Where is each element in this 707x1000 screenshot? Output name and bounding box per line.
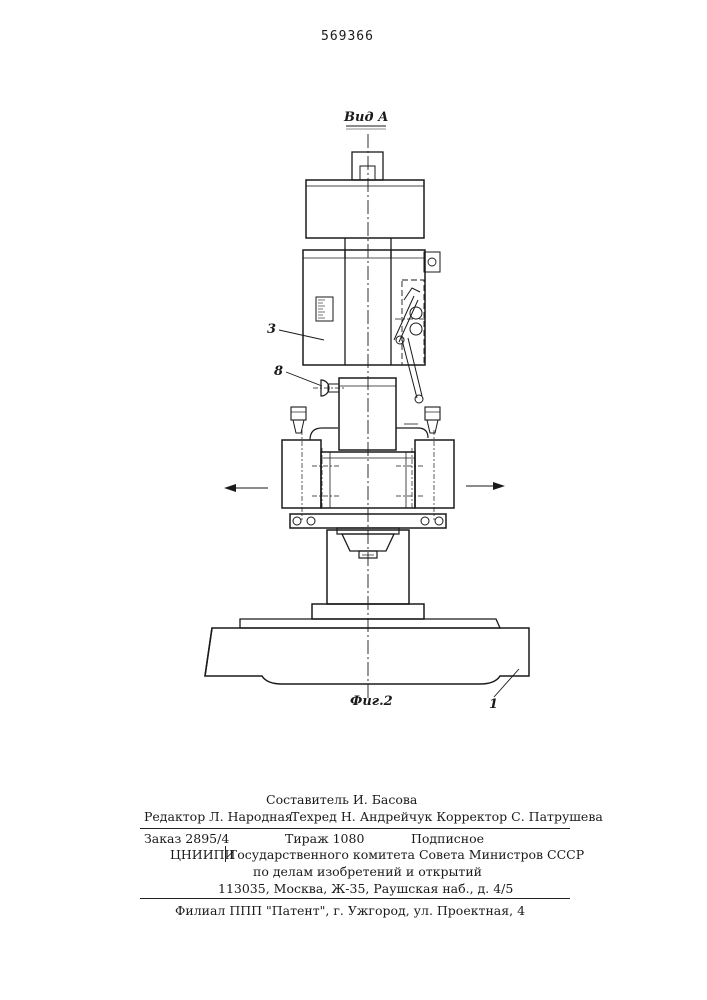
pipe-right: [396, 428, 428, 438]
base-top: [240, 619, 500, 628]
side-knob: [424, 252, 440, 272]
drive-housing-rim: [306, 180, 424, 186]
right-holder-tip: [427, 420, 438, 433]
lever-rod-a: [402, 340, 417, 398]
roller-lower: [410, 323, 422, 335]
side-knob-center: [428, 258, 436, 266]
credits-rule-bottom: [140, 898, 570, 899]
leader-1: [494, 669, 519, 697]
address-line: 113035, Москва, Ж-35, Раушская наб., д. …: [218, 881, 513, 896]
right-holder-cap: [425, 407, 440, 420]
lever-end-pin: [415, 395, 423, 403]
techred-corrector-line: Техред Н. Андрейчук Корректор С. Патруше…: [291, 809, 603, 824]
pipe-left: [310, 428, 338, 440]
head-body: [303, 250, 425, 365]
org-separator: [225, 846, 226, 862]
order-line: Заказ 2895/4: [144, 831, 229, 846]
circulation-line: Тираж 1080: [285, 831, 364, 846]
quill: [339, 378, 396, 450]
lever-rod-b: [408, 338, 422, 396]
base-left-edge: [205, 628, 212, 676]
leader-8: [286, 372, 322, 386]
subscription-line: Подписное: [411, 831, 484, 846]
arrow-left-head: [224, 484, 236, 492]
machine-base: [205, 628, 529, 684]
left-holder-cap: [291, 407, 306, 420]
callout-8: 8: [274, 364, 283, 379]
left-side-unit: [282, 440, 321, 508]
cam-profile: [404, 288, 420, 300]
right-side-unit: [415, 440, 454, 508]
lever-upper-a: [394, 296, 414, 340]
committee-line: Государственного комитета Совета Министр…: [229, 847, 584, 862]
editor-line: Редактор Л. Народная: [144, 809, 293, 824]
view-label: Вид А: [343, 110, 389, 125]
scale-ticks: [318, 300, 325, 318]
callout-3: 3: [267, 322, 276, 337]
compiler-line: Составитель И. Басова: [266, 792, 417, 807]
figure-label: Фиг.2: [350, 694, 393, 709]
callout-1: 1: [489, 697, 498, 712]
affairs-line: по делам изобретений и открытий: [253, 864, 482, 879]
branch-line: Филиал ППП "Патент", г. Ужгород, ул. Про…: [175, 903, 525, 918]
credits-rule-top: [140, 828, 570, 829]
technical-drawing: Вид А: [0, 0, 707, 760]
arrow-right-head: [493, 482, 505, 490]
drive-housing: [306, 180, 424, 238]
spindle-key: [360, 166, 375, 180]
leader-3: [279, 330, 324, 340]
